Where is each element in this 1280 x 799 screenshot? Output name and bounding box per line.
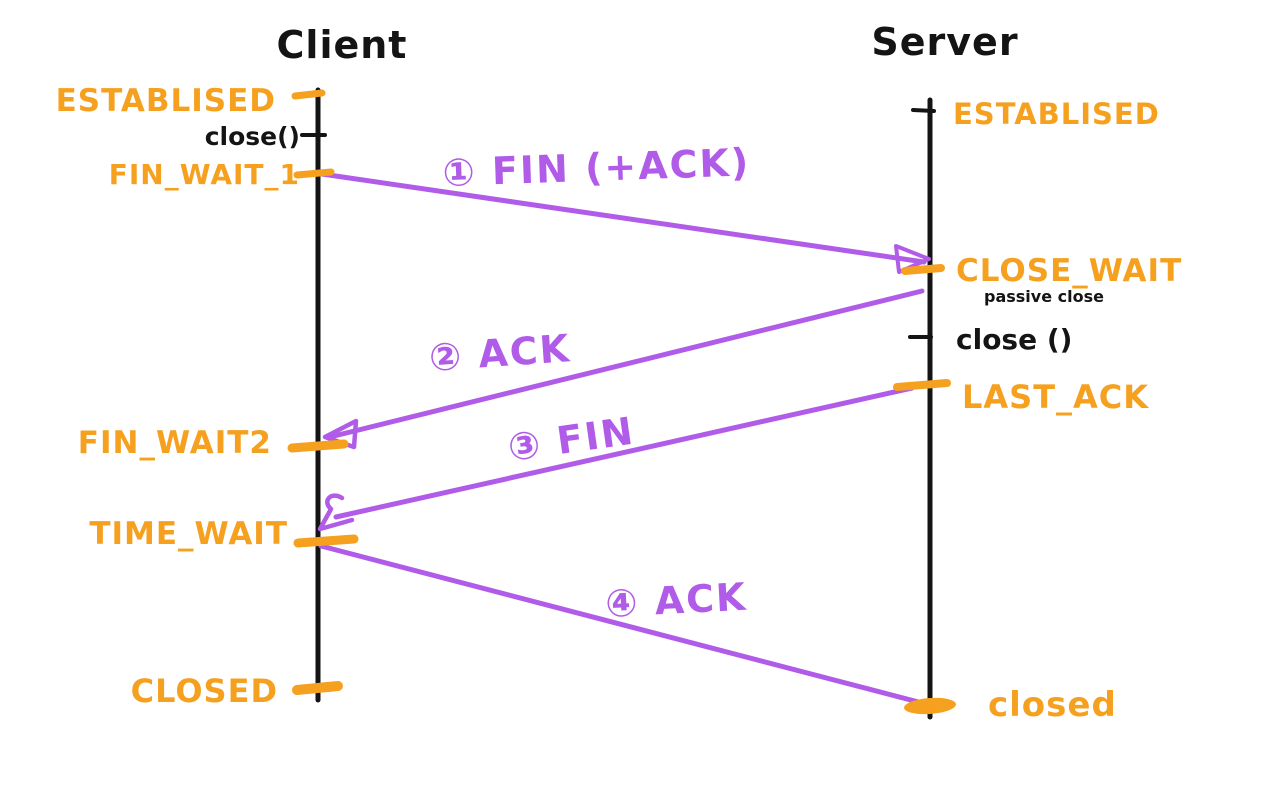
client-established-label: ESTABLISED <box>56 83 276 119</box>
client-time-wait-label: TIME_WAIT <box>89 516 288 552</box>
arrowhead-fin-ack-icon <box>894 244 931 274</box>
arrowhead-fin-3-icon <box>317 493 355 532</box>
server-last-ack-label: LAST_ACK <box>962 378 1149 416</box>
server-close-wait-label: CLOSE_WAIT <box>956 253 1182 289</box>
client-fin-wait-2-tick <box>287 439 349 453</box>
server-title: Server <box>871 20 1018 64</box>
client-close-label: close() <box>205 122 300 151</box>
client-fin-wait-2-label: FIN_WAIT2 <box>78 425 272 461</box>
server-close-label: close () <box>956 323 1072 356</box>
client-fin-wait-1-label: FIN_WAIT_1 <box>109 158 300 191</box>
server-passive-close-label: passive close <box>984 287 1104 306</box>
server-close-wait-tick <box>901 264 945 275</box>
arrow-ack-2 <box>327 288 925 440</box>
server-established-tick <box>911 108 936 113</box>
client-closed-tick <box>292 681 343 695</box>
arrow-fin-3 <box>333 385 915 520</box>
message-1-label: ① FIN (+ACK) <box>442 140 751 195</box>
server-established-label: ESTABLISED <box>953 97 1160 131</box>
client-fin-wait-1-tick <box>293 168 335 179</box>
arrow-fin-ack <box>319 171 927 265</box>
server-last-ack-tick <box>893 379 951 391</box>
client-title: Client <box>277 23 408 67</box>
client-time-wait-tick <box>293 534 359 548</box>
arrow-ack-4 <box>318 543 929 707</box>
message-4-label: ④ ACK <box>604 575 748 626</box>
client-closed-label: CLOSED <box>131 672 278 710</box>
server-closed-tick <box>904 697 956 715</box>
message-3-label: ③ FIN <box>505 409 637 470</box>
client-established-tick <box>291 89 326 100</box>
message-2-label: ② ACK <box>428 326 573 380</box>
server-closed-label: closed <box>988 685 1117 725</box>
